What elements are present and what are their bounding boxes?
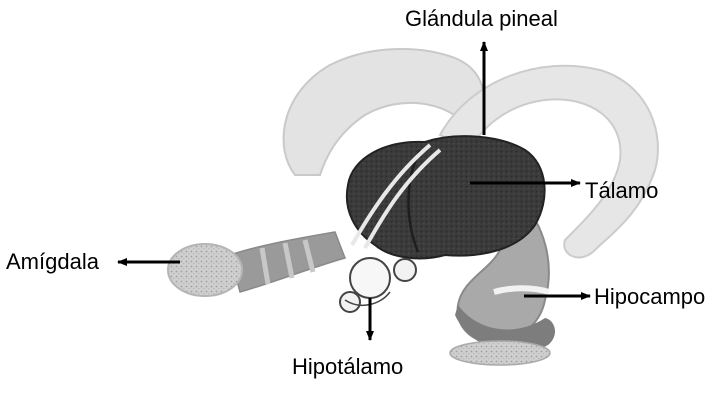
label-hipotalamo: Hipotálamo	[292, 356, 403, 378]
hippocampus-tail	[450, 341, 550, 365]
label-glandula-pineal: Glándula pineal	[405, 8, 558, 30]
label-talamo: Tálamo	[585, 180, 658, 202]
amygdala	[168, 244, 242, 296]
mammillary-body	[394, 259, 416, 281]
hypothalamus	[350, 258, 390, 298]
thalamus	[347, 136, 545, 258]
label-amigdala: Amígdala	[6, 251, 99, 273]
label-hipocampo: Hipocampo	[594, 286, 705, 308]
